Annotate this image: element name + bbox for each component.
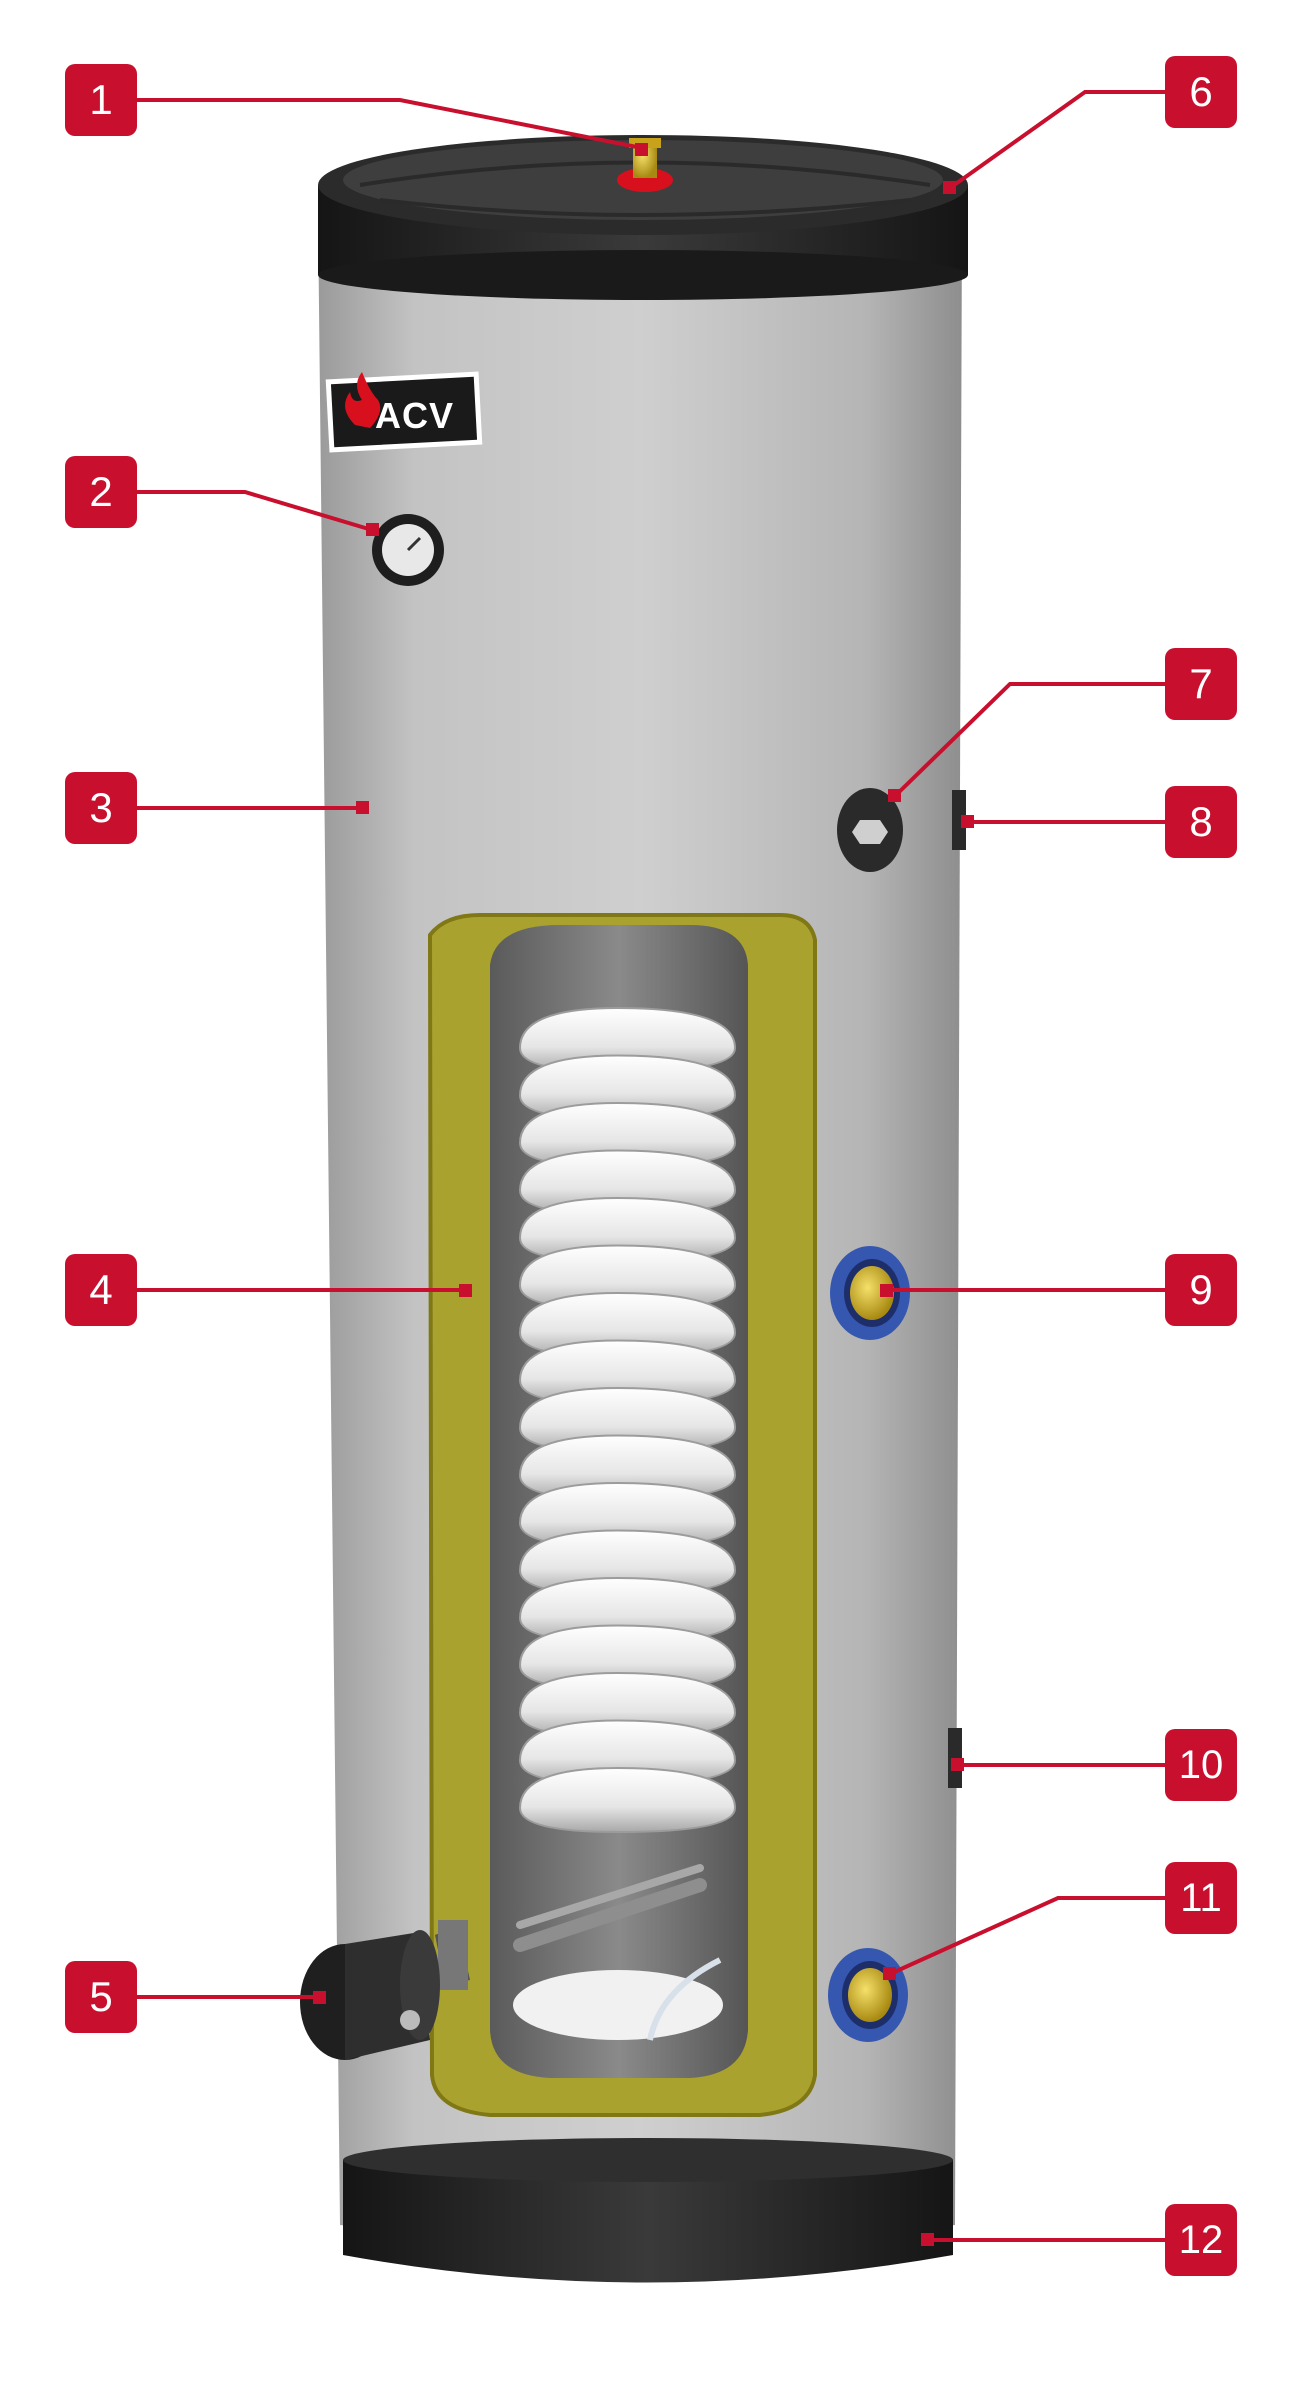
callout-badge-6: 6 (1165, 56, 1237, 128)
leader-lines (135, 90, 1165, 2242)
acv-logo (325, 371, 483, 453)
callout-badge-9: 9 (1165, 1254, 1237, 1326)
coil-inlet-connection (830, 1246, 910, 1340)
callout-badge-5: 5 (65, 1961, 137, 2033)
side-connection-top (952, 790, 966, 850)
bottom-base (343, 2138, 953, 2283)
anchor-11 (883, 1967, 896, 1980)
anchor-5 (313, 1991, 326, 2004)
callout-badge-8: 8 (1165, 786, 1237, 858)
leader-anchors (313, 143, 974, 2246)
heating-element (513, 1878, 707, 1952)
callout-badge-2: 2 (65, 456, 137, 528)
flame-icon (345, 372, 381, 428)
callout-badge-3: 3 (65, 772, 137, 844)
callout-badge-1: 1 (65, 64, 137, 136)
inner-tank-bottom (513, 1864, 723, 2041)
sensor-port (837, 788, 903, 872)
coil-turn (518, 1766, 737, 1834)
coil-outlet-connection (828, 1948, 908, 2042)
callout-badge-4: 4 (65, 1254, 137, 1326)
heat-exchanger-coil (518, 1006, 737, 1834)
anchor-4 (459, 1284, 472, 1297)
anchor-10 (951, 1758, 964, 1771)
thermometer (372, 514, 444, 586)
anchor-2 (366, 523, 379, 536)
callout-badge-12: 12 (1165, 2204, 1237, 2276)
anchor-12 (921, 2233, 934, 2246)
anchor-1 (635, 143, 648, 156)
anchor-6 (943, 181, 956, 194)
brand-name: ACV (375, 395, 455, 436)
callout-badge-7: 7 (1165, 648, 1237, 720)
anchor-3 (356, 801, 369, 814)
anchor-7 (888, 789, 901, 802)
electric-heater-housing (300, 1920, 470, 2060)
callout-badge-11: 11 (1165, 1862, 1237, 1934)
anchor-9 (880, 1284, 893, 1297)
anchor-8 (961, 815, 974, 828)
callout-badge-10: 10 (1165, 1729, 1237, 1801)
